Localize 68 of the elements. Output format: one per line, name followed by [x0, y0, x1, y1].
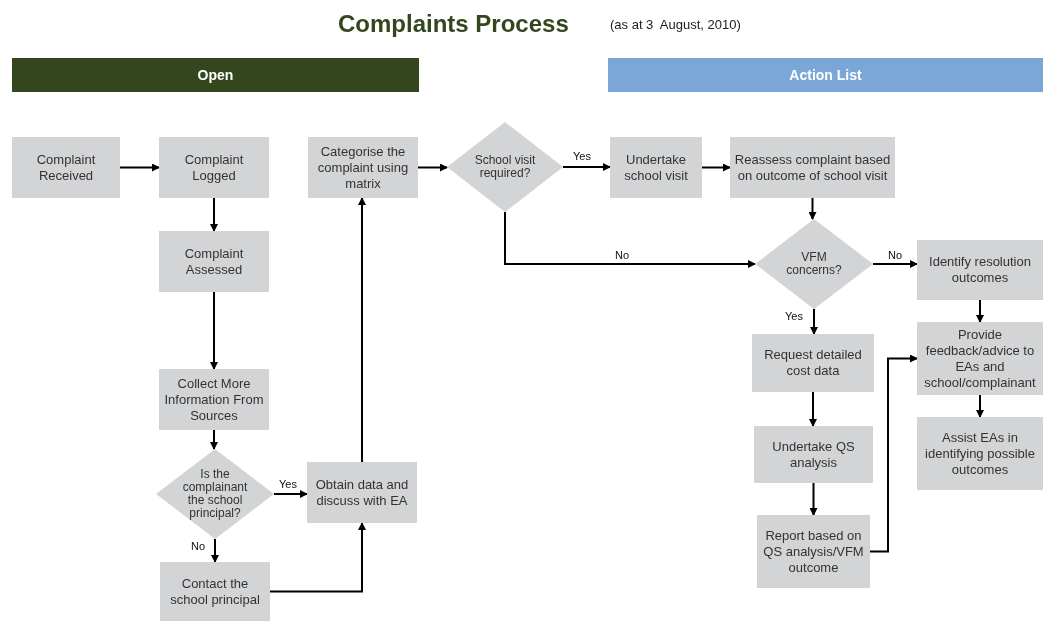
arrow [119, 163, 160, 172]
step-text: Complaint Assessed [183, 245, 245, 278]
process-box [307, 462, 417, 523]
decision-diamond [156, 449, 274, 539]
process-box [159, 231, 269, 292]
arrow [358, 197, 366, 463]
process-box [159, 137, 269, 198]
arrow [872, 260, 918, 268]
step-text: Categorise the complaint using matrix [316, 143, 410, 192]
edge-label: Yes [278, 478, 298, 490]
edge-label: Yes [784, 310, 804, 322]
step-text: Complaint Received [35, 151, 97, 184]
process-box [159, 369, 269, 430]
arrow [701, 163, 731, 172]
step-text: Reassess complaint based on outcome of school visit [733, 151, 892, 184]
step-text: Obtain data and discuss with EA [314, 476, 410, 509]
arrow [808, 197, 817, 220]
decision-diamond [447, 122, 563, 212]
decision-text: Is the complainant the school principal? [181, 468, 249, 520]
lane-header [608, 58, 1043, 92]
process-box [160, 562, 270, 621]
arrow [211, 538, 219, 563]
arrow [976, 299, 984, 323]
step-text: Undertake QS analysis [771, 438, 856, 471]
arrow [810, 308, 818, 335]
step-text: Identify resolution outcomes [928, 254, 1032, 286]
arrow [809, 482, 818, 516]
process-box [308, 137, 418, 198]
edge-label: No [887, 249, 904, 261]
arrow [210, 429, 218, 450]
process-box [757, 515, 870, 588]
arrow [869, 354, 918, 553]
edge-label: Yes [572, 150, 592, 162]
edge-label: No [614, 249, 631, 261]
process-box [610, 137, 702, 198]
step-text: Assist EAs in identifying possible outcomes [924, 429, 1036, 478]
arrow [976, 394, 984, 418]
process-box [730, 137, 895, 198]
step-text: Collect More Information From Sources [163, 375, 265, 424]
process-box [917, 417, 1043, 490]
lane-header [12, 58, 419, 92]
lane-title: Action List [789, 65, 862, 85]
step-text: Contact the school principal [169, 575, 261, 608]
step-text: Provide feedback/advice to EAs and school/complainant [923, 326, 1037, 391]
decision-text: VFM concerns? [785, 251, 843, 277]
arrow [809, 391, 817, 427]
arrow [269, 522, 366, 593]
lane-title: Open [197, 65, 234, 85]
date-note: (as at 3 August, 2010) [610, 16, 741, 34]
arrow [417, 163, 448, 172]
decision-diamond [755, 219, 873, 309]
step-text: Report based on QS analysis/VFM outcome [762, 527, 865, 576]
process-box [754, 426, 873, 483]
process-box [12, 137, 120, 198]
step-text: Request detailed cost data [763, 347, 863, 379]
process-box [752, 334, 874, 392]
title: Complaints Process [338, 9, 569, 39]
arrow [210, 291, 218, 370]
step-text: Undertake school visit [623, 151, 689, 184]
decision-text: School visit required? [473, 154, 537, 180]
edge-label: No [190, 540, 207, 552]
arrow [273, 490, 308, 498]
arrow [210, 197, 218, 232]
arrow [504, 211, 756, 268]
step-text: Complaint Logged [183, 151, 245, 184]
arrow [562, 163, 611, 171]
process-box [917, 322, 1043, 395]
process-box [917, 240, 1043, 300]
